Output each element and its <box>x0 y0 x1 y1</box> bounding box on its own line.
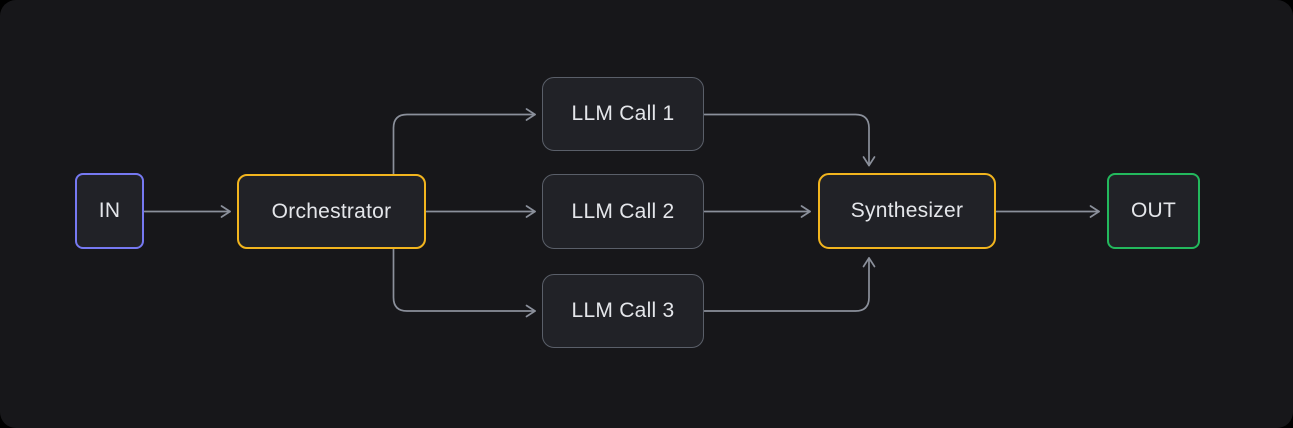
node-llm-call-2: LLM Call 2 <box>542 174 704 249</box>
node-llm-call-1: LLM Call 1 <box>542 77 704 151</box>
node-llm-call-1-label: LLM Call 1 <box>571 102 675 125</box>
edge-orchestrator-llm1 <box>392 108 536 175</box>
node-llm-call-2-label: LLM Call 2 <box>571 199 675 223</box>
node-orchestrator-label: Orchestrator <box>271 199 392 223</box>
node-synthesizer-label: Synthesizer <box>850 199 964 222</box>
edge-orchestrator-llm3 <box>392 248 536 318</box>
node-in: IN <box>75 173 144 249</box>
node-llm-call-3: LLM Call 3 <box>542 274 704 348</box>
node-out: OUT <box>1107 173 1200 249</box>
node-orchestrator: Orchestrator <box>237 174 426 249</box>
node-llm-call-3-label: LLM Call 3 <box>571 299 675 322</box>
edge-llm1-synthesizer <box>703 113 876 167</box>
node-out-label: OUT <box>1130 199 1177 222</box>
node-in-label: IN <box>98 199 121 222</box>
edge-llm3-synthesizer <box>703 257 876 312</box>
node-synthesizer: Synthesizer <box>818 173 996 249</box>
